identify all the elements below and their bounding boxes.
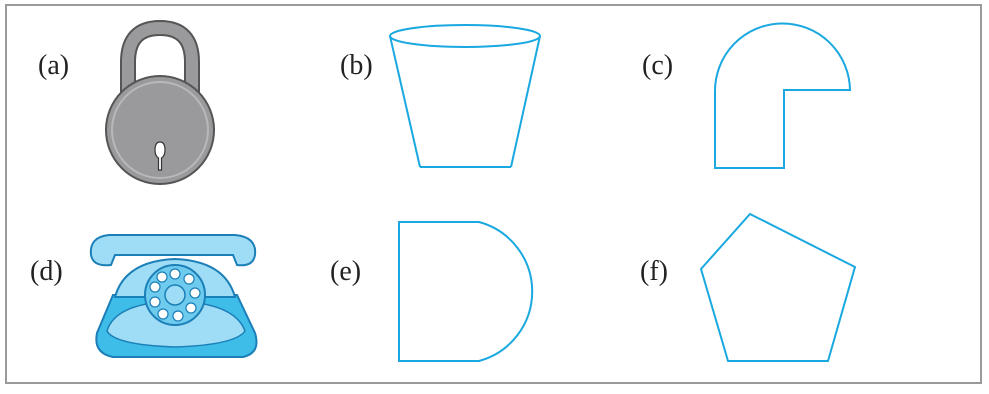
- label-a: (a): [38, 52, 69, 80]
- pentagon-shape: [695, 208, 860, 368]
- quarter-circle-shape: [705, 20, 865, 175]
- padlock-icon: [100, 20, 225, 185]
- label-b: (b): [340, 52, 373, 80]
- bucket-shape: [385, 18, 550, 173]
- telephone-icon: [85, 225, 265, 365]
- label-e: (e): [330, 258, 361, 286]
- label-c: (c): [642, 52, 673, 80]
- label-d: (d): [30, 258, 63, 286]
- semicircle-shape: [390, 215, 560, 370]
- label-f: (f): [640, 258, 668, 286]
